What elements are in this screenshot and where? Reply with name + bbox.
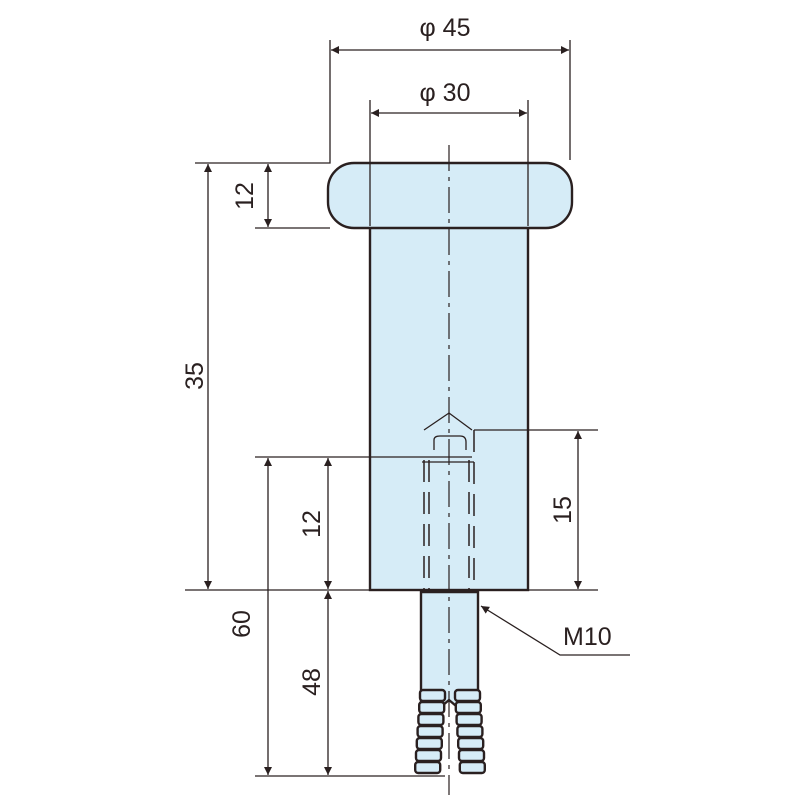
anchor-fin <box>418 688 447 703</box>
anchor-fin <box>457 736 485 751</box>
anchor-fin <box>417 712 445 727</box>
extension-lines <box>185 40 598 777</box>
anchor-fin <box>414 760 442 775</box>
dim-screw-depth: 15 <box>549 496 577 524</box>
hidden-lines <box>423 430 475 590</box>
anchor-fin <box>455 712 483 727</box>
anchor-bolt <box>414 590 486 775</box>
dim-anchor-length: 48 <box>298 668 326 696</box>
anchor-fin <box>418 700 446 715</box>
anchor-fin <box>458 760 486 775</box>
dimension-lines <box>204 46 630 775</box>
anchor-fin <box>454 700 482 715</box>
dim-cap-diameter: φ 45 <box>420 14 471 42</box>
anchor-fin <box>415 736 443 751</box>
anchor-fin <box>456 724 484 739</box>
cap <box>326 161 574 230</box>
anchor-fin <box>414 748 443 763</box>
anchor-fin <box>416 724 444 739</box>
dim-total-height: 35 <box>181 362 209 390</box>
dim-total-anchor-length: 60 <box>228 610 256 638</box>
anchor-fin <box>457 748 486 763</box>
dim-cap-thickness: 12 <box>231 182 259 210</box>
anchor-fin <box>453 688 482 703</box>
dim-body-diameter: φ 30 <box>420 79 471 107</box>
thread-label: M10 <box>563 623 612 651</box>
dim-anchor-depth: 12 <box>298 510 326 538</box>
